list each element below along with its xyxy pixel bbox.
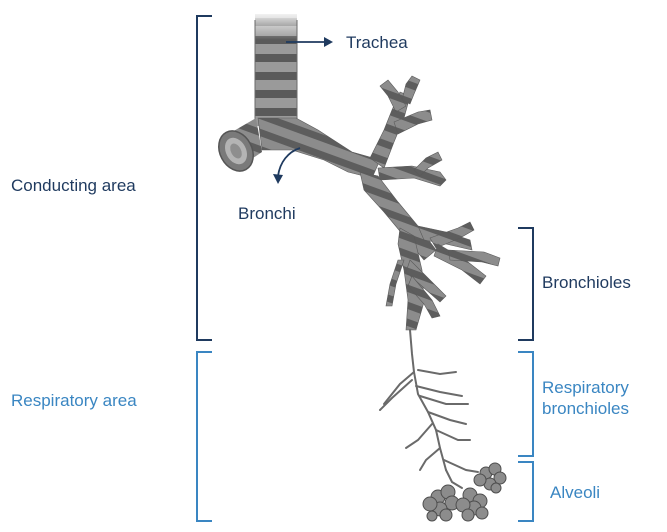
conducting-area-label: Conducting area xyxy=(11,176,136,196)
bronchi-arrow xyxy=(273,148,300,184)
conducting-area-bracket xyxy=(197,16,212,340)
bronchi-label: Bronchi xyxy=(238,204,296,224)
respiratory-area-label: Respiratory area xyxy=(11,391,137,411)
left-bronchus-shape xyxy=(212,118,262,177)
respiratory-bronchioles-label: Respiratory bronchioles xyxy=(542,377,629,419)
respiratory-bronchioles-line1: Respiratory xyxy=(542,377,629,398)
respiratory-bronchioles-bracket xyxy=(518,352,533,456)
trachea-shape xyxy=(255,10,297,126)
trachea-label: Trachea xyxy=(346,33,408,53)
alveoli-bracket xyxy=(518,462,533,521)
alveoli-label: Alveoli xyxy=(550,483,600,503)
bronchioles-bracket xyxy=(518,228,533,340)
alveoli-clusters xyxy=(423,463,506,521)
terminal-bronchioles-lines xyxy=(380,330,478,488)
bronchioles-label: Bronchioles xyxy=(542,273,631,293)
respiratory-area-bracket xyxy=(197,352,212,521)
respiratory-bronchioles-line2: bronchioles xyxy=(542,398,629,419)
